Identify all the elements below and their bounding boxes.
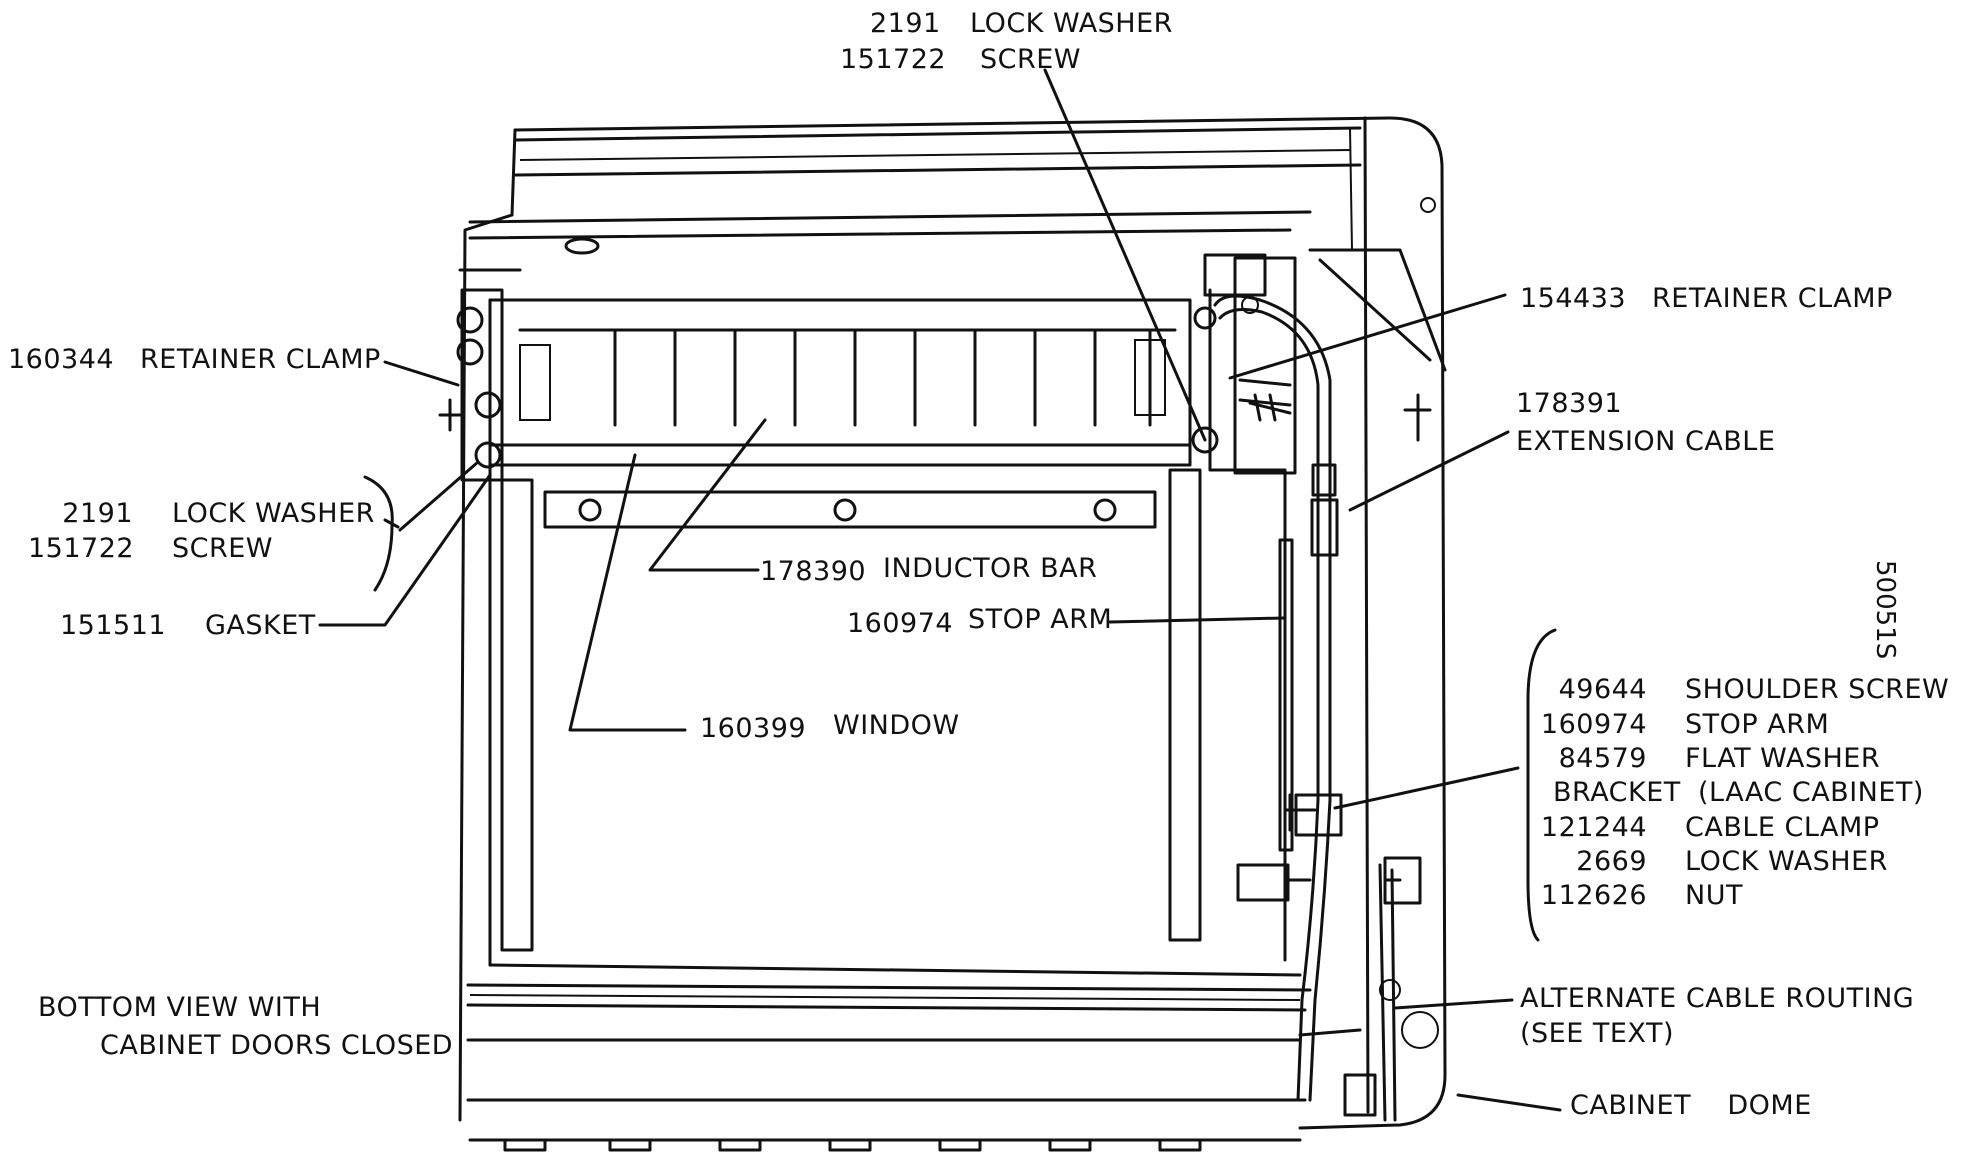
top-screw-part-no: 151722 <box>840 44 947 75</box>
hardware-list: 49644 SHOULDER SCREW 160974 STOP ARM 845… <box>1540 676 1960 926</box>
left-retainer-clamp-name: RETAINER CLAMP <box>140 344 381 375</box>
inductor-bar-part-no: 178390 <box>760 556 867 587</box>
left-retainer-assembly <box>438 288 504 482</box>
hardware-name: NUT <box>1685 880 1743 911</box>
hardware-name: FLAT WASHER <box>1685 743 1881 774</box>
gasket-part-no: 151511 <box>60 610 167 641</box>
left-screw-part-no: 151722 <box>28 533 135 564</box>
cabinet-dome-label: CABINET DOME <box>1570 1090 1812 1121</box>
stop-arm-center-name: STOP ARM <box>968 604 1113 635</box>
hardware-part-no: 49644 <box>1558 674 1647 705</box>
left-lockwasher-part-no: 2191 <box>62 498 133 529</box>
figure-id: 50051S <box>1870 560 1900 660</box>
hardware-name: LOCK WASHER <box>1685 846 1888 877</box>
top-screw-name: SCREW <box>980 44 1082 75</box>
stop-arm-center-part-no: 160974 <box>847 608 954 639</box>
cabinet-body <box>458 116 1447 1130</box>
top-lockwasher-name: LOCK WASHER <box>970 8 1173 39</box>
right-retainer-assembly <box>1191 248 1447 475</box>
stop-arm-assembly <box>1236 538 1422 1122</box>
hardware-part-no: 84579 <box>1558 743 1647 774</box>
extension-cable <box>1213 294 1339 1102</box>
bottom-rails <box>466 979 1439 1152</box>
hardware-name: CABLE CLAMP <box>1685 812 1880 843</box>
left-screw-name: SCREW <box>172 533 274 564</box>
right-retainer-clamp-part-no: 154433 <box>1520 283 1627 314</box>
view-caption-line2: CABINET DOORS CLOSED <box>100 1030 454 1061</box>
alternate-routing-line1: ALTERNATE CABLE ROUTING <box>1520 983 1915 1014</box>
hardware-part-no: 112626 <box>1540 880 1647 911</box>
window-name: WINDOW <box>833 710 960 741</box>
left-lockwasher-name: LOCK WASHER <box>172 498 375 529</box>
alternate-routing-line2: (SEE TEXT) <box>1520 1018 1674 1049</box>
hardware-name: (LAAC CABINET) <box>1698 777 1924 808</box>
hardware-name: SHOULDER SCREW <box>1685 674 1950 705</box>
window-part-no: 160399 <box>700 713 807 744</box>
hardware-part-no: 160974 <box>1540 709 1647 740</box>
hardware-name: STOP ARM <box>1685 709 1830 740</box>
extension-cable-part-no: 178391 <box>1516 388 1623 419</box>
left-retainer-clamp-part-no: 160344 <box>8 344 115 375</box>
hardware-part-no: 2669 <box>1576 846 1647 877</box>
extension-cable-name: EXTENSION CABLE <box>1516 426 1776 457</box>
hardware-part-no: 121244 <box>1540 812 1647 843</box>
right-retainer-clamp-name: RETAINER CLAMP <box>1652 283 1893 314</box>
gasket-name: GASKET <box>205 610 316 641</box>
view-caption-line1: BOTTOM VIEW WITH <box>38 992 322 1023</box>
window-frame <box>488 288 1302 977</box>
leader-lines <box>318 68 1562 1112</box>
hardware-part-no: BRACKET <box>1553 777 1681 808</box>
top-lockwasher-part-no: 2191 <box>870 8 941 39</box>
inductor-bar-fins <box>518 328 1177 427</box>
inductor-bar-name: INDUCTOR BAR <box>883 553 1098 584</box>
